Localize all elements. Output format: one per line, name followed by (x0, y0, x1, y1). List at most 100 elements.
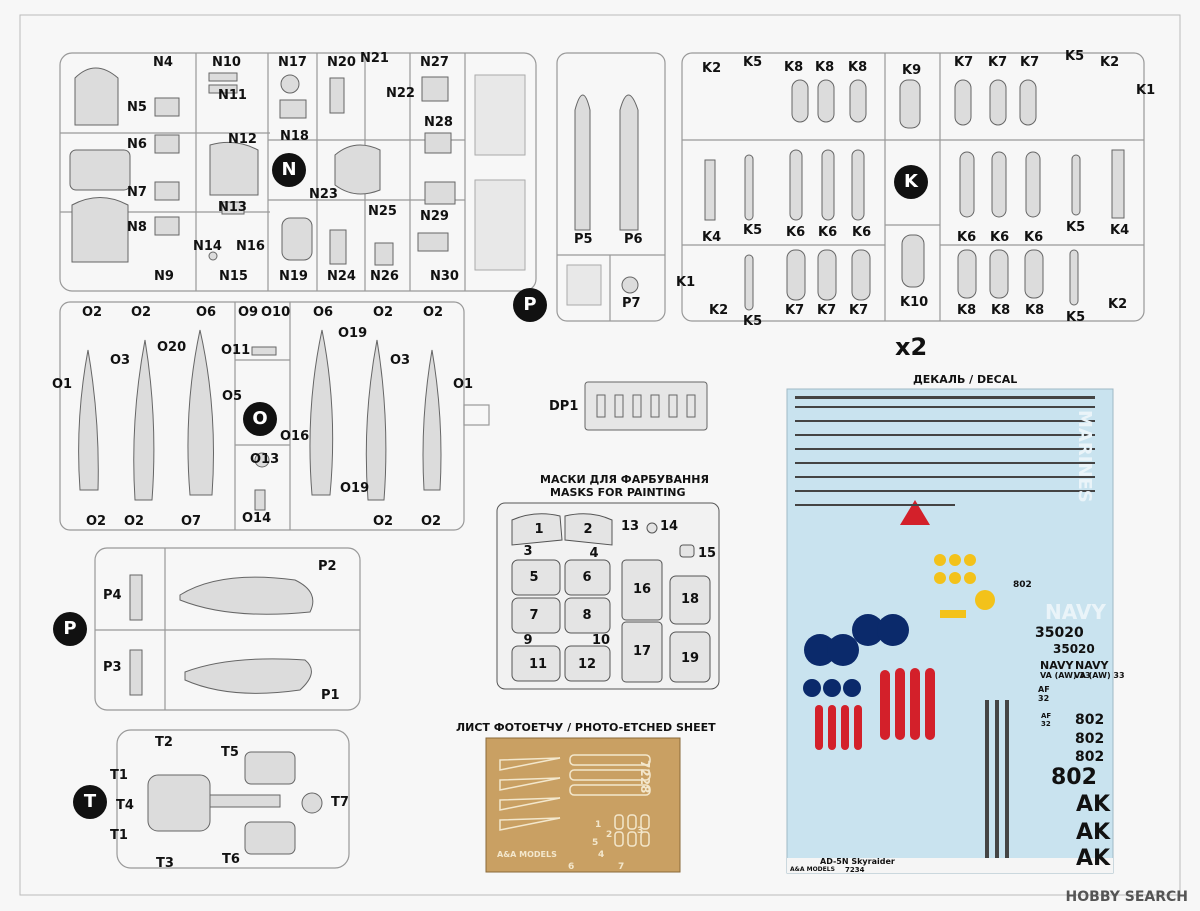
masks-title-en: MASKS FOR PAINTING (550, 486, 686, 499)
part-label: O16 (280, 429, 310, 444)
mask-number: 13 (620, 519, 640, 534)
part-label: K5 (1066, 310, 1086, 325)
sprue-t-parts (147, 751, 323, 855)
part-label: O5 (222, 389, 243, 404)
part-label: O6 (196, 305, 217, 320)
decal-text: 802 (1075, 749, 1105, 765)
sprue-k-badge: K (894, 165, 928, 199)
mask-number: 12 (577, 657, 597, 672)
part-label: K6 (818, 225, 838, 240)
part-label: O11 (221, 343, 251, 358)
sprue-p-badge-bottom: P (53, 612, 87, 646)
part-label: K8 (1025, 303, 1045, 318)
part-label: K6 (852, 225, 872, 240)
part-label: N9 (154, 269, 174, 284)
part-label: O20 (157, 340, 187, 355)
decal-text: 32 (1041, 720, 1051, 728)
part-label: T5 (221, 745, 239, 760)
part-label: O3 (110, 353, 131, 368)
mask-number: 4 (589, 546, 599, 561)
part-label: K4 (1110, 223, 1130, 238)
part-label: P6 (624, 232, 643, 247)
part-label: K7 (817, 303, 837, 318)
mask-number: 3 (523, 544, 533, 559)
part-label: O2 (82, 305, 103, 320)
part-label: O7 (181, 514, 202, 529)
part-label: N24 (327, 269, 356, 284)
part-label: P1 (321, 688, 340, 703)
part-label: N7 (127, 185, 147, 200)
part-label: K1 (676, 275, 696, 290)
decal-sheet (786, 388, 1114, 874)
part-label: N6 (127, 137, 147, 152)
mask-number: 19 (680, 651, 700, 666)
part-label: N20 (327, 55, 356, 70)
part-label: K2 (709, 303, 729, 318)
part-label: O9 (238, 305, 259, 320)
part-label: K8 (991, 303, 1011, 318)
part-label: K7 (988, 55, 1008, 70)
part-label: K2 (702, 61, 722, 76)
sprue-p-top-frame (556, 52, 666, 322)
pe-number: 1 (595, 820, 602, 830)
part-label: N23 (309, 187, 338, 202)
decal-brand: A&A MODELS (790, 866, 835, 873)
pe-number: 4 (598, 850, 605, 860)
part-label: K5 (743, 314, 763, 329)
pe-number: 2 (606, 830, 613, 840)
sprue-p-bottom-parts (129, 574, 314, 696)
part-label: K8 (784, 60, 804, 75)
mask-number: 10 (591, 633, 611, 648)
sprue-n-badge: N (272, 153, 306, 187)
masks-title-ua: МАСКИ ДЛЯ ФАРБУВАННЯ (540, 473, 709, 486)
part-label: T3 (156, 856, 174, 871)
mask-number: 17 (632, 644, 652, 659)
decal-text: 802 (1013, 580, 1032, 590)
mask-number: 7 (529, 608, 539, 623)
part-label: N21 (360, 51, 389, 66)
decal-text: 802 (1051, 765, 1097, 790)
part-label: N27 (420, 55, 449, 70)
part-label: K5 (1065, 49, 1085, 64)
mask-number: 1 (534, 522, 544, 537)
part-label: K7 (849, 303, 869, 318)
part-label: K10 (900, 295, 929, 310)
part-label: N4 (153, 55, 173, 70)
masks-sheet (496, 502, 720, 690)
part-label: O2 (423, 305, 444, 320)
part-label: O13 (250, 452, 280, 467)
decal-model: AD-5N Skyraider (820, 857, 895, 866)
sprue-t-badge: T (73, 785, 107, 819)
part-label: N16 (236, 239, 265, 254)
decal-text: NAVY (1075, 659, 1109, 672)
decal-text: AK (1076, 846, 1111, 871)
part-label: O2 (86, 514, 107, 529)
sprue-p-bottom-frame (94, 547, 361, 711)
part-label: O19 (340, 481, 370, 496)
part-label: N29 (420, 209, 449, 224)
decal-code: 7234 (845, 866, 865, 874)
sprue-n-parts (69, 67, 526, 271)
photo-etch-title: ЛИСТ ФОТОЕТЧУ / PHOTO-ETCHED SHEET (456, 721, 716, 734)
decal-text: NAVY (1040, 659, 1074, 672)
mask-number: 14 (659, 519, 679, 534)
mask-number: 16 (632, 582, 652, 597)
decal-text: 32 (1038, 694, 1050, 703)
part-label: O1 (52, 377, 73, 392)
part-label: N18 (280, 129, 309, 144)
part-label: T4 (116, 798, 134, 813)
mask-number: 5 (529, 570, 539, 585)
part-label: O14 (242, 511, 272, 526)
part-label: N8 (127, 220, 147, 235)
part-label: O2 (373, 305, 394, 320)
mask-number: 9 (523, 633, 533, 648)
part-label: K2 (1100, 55, 1120, 70)
pe-number: 5 (592, 838, 599, 848)
pe-number: 7 (618, 862, 625, 872)
sprue-o-badge: O (243, 402, 277, 436)
part-label: N30 (430, 269, 459, 284)
part-label: K7 (1020, 55, 1040, 70)
part-label: K6 (786, 225, 806, 240)
part-label: K2 (1108, 297, 1128, 312)
